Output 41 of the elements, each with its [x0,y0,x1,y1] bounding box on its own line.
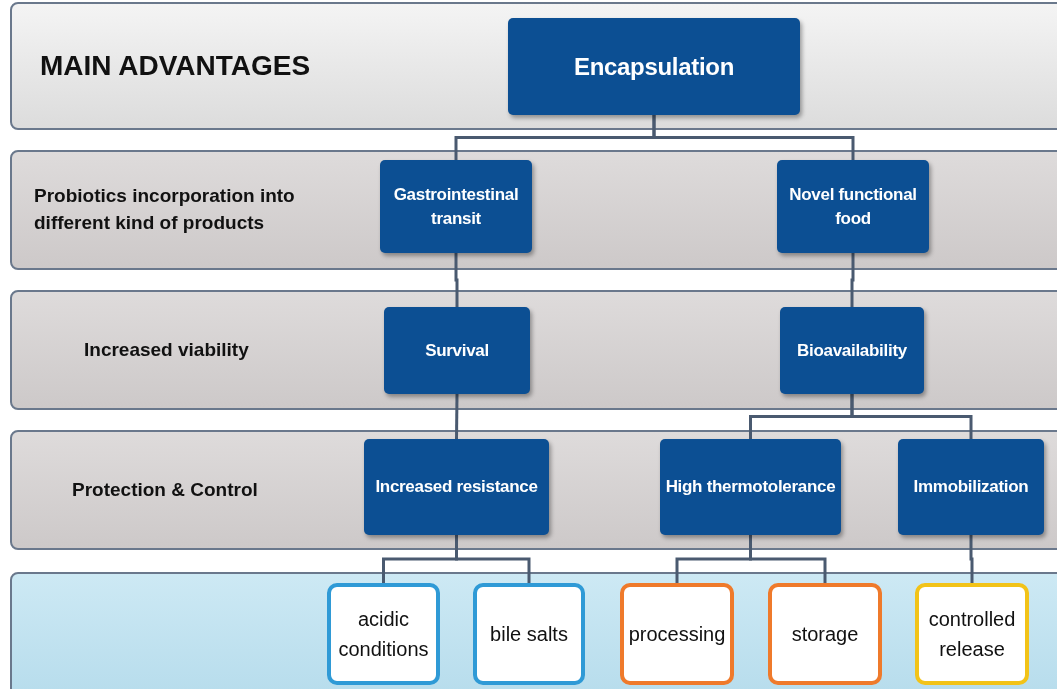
category-box [780,307,924,394]
node-label: controlled release [927,607,1017,662]
node-label: bile salts [490,622,568,647]
category-box [660,439,841,535]
connector-line [969,535,974,583]
node-label: Immobilization [913,476,1029,499]
row-heading: Increased viability [84,337,249,362]
node-label: Survival [425,339,489,362]
node-label: Encapsulation [573,51,735,82]
category-box [777,160,929,253]
node-label: storage [791,622,859,647]
row-band [10,430,1057,550]
node-label: High thermotolerance [665,476,836,499]
connector-line [454,253,459,307]
category-box [380,160,532,253]
outcome-box [473,583,585,685]
node-label: Bioavailability [797,339,907,362]
node-label: Increased resistance [375,476,538,499]
category-box [508,18,800,115]
node-label: processing [628,622,726,647]
row-heading: MAIN ADVANTAGES [40,49,311,84]
outcome-box [768,583,882,685]
connector-line [850,394,973,439]
row-band [10,2,1057,130]
row-heading: Protection & Control [72,477,258,502]
connector-line [455,394,459,439]
category-box [898,439,1044,535]
row-band [10,290,1057,410]
node-label: Gastrointestinal transit [392,183,520,230]
node-label: Novel functional food [788,183,918,230]
category-box [364,439,549,535]
outcome-box [620,583,734,685]
connector-line [652,115,855,160]
outcome-box [915,583,1029,685]
row-band [10,150,1057,270]
node-label: acidic conditions [337,607,430,662]
row-band [10,572,1057,689]
outcome-box [327,583,440,685]
connector-line [850,253,855,307]
category-box [384,307,530,394]
row-heading: Probiotics incorporation into different kind of products [34,184,296,235]
